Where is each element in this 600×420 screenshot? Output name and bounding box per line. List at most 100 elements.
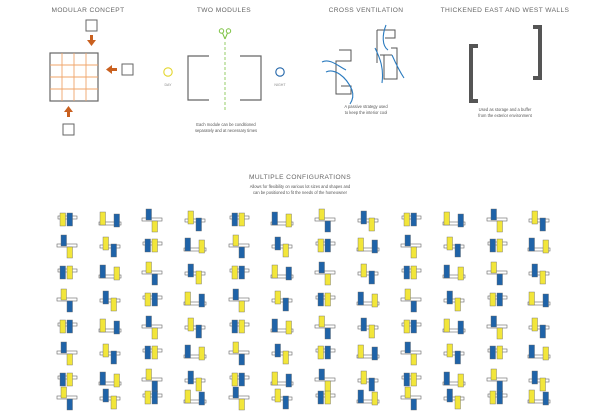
configuration-option — [486, 368, 508, 393]
configuration-option — [184, 370, 206, 392]
configuration-option — [270, 264, 294, 281]
configuration-option — [486, 208, 508, 233]
configuration-option — [228, 386, 250, 411]
configuration-option — [401, 265, 422, 280]
caption-line: Each module can be conditioned — [196, 122, 256, 127]
configuration-option — [400, 386, 422, 411]
configuration-option — [486, 315, 508, 340]
configuration-option — [528, 317, 550, 339]
configuration-option — [357, 210, 379, 232]
caption-line: A passive strategy used — [344, 104, 388, 109]
configuration-option — [315, 345, 336, 360]
caption-line: can be positioned to fit the needs of th… — [252, 189, 347, 195]
configuration-option — [142, 238, 163, 253]
configuration-option — [443, 236, 465, 258]
configuration-option — [99, 343, 121, 365]
configuration-option — [401, 212, 422, 227]
configuration-option — [98, 264, 122, 281]
cross-ventilation-title: CROSS VENTILATION — [328, 7, 404, 14]
configuration-option — [270, 318, 294, 335]
configuration-option — [442, 371, 466, 388]
configuration-option — [56, 234, 78, 259]
configuration-option — [442, 318, 466, 335]
module-square — [85, 19, 98, 32]
configuration-option — [99, 388, 121, 410]
air-flow-icon — [321, 24, 405, 105]
module-square — [121, 63, 134, 76]
configuration-option — [98, 318, 122, 335]
configuration-option — [271, 236, 293, 258]
configuration-option — [229, 265, 250, 280]
day-module-outline — [187, 55, 209, 101]
configuration-option — [99, 236, 121, 258]
day-label: DAY — [164, 83, 172, 87]
arrow-icon — [87, 35, 96, 46]
configuration-option — [314, 208, 336, 233]
configuration-option — [356, 237, 380, 254]
configuration-option — [229, 319, 250, 334]
configuration-option — [142, 292, 163, 307]
ventilation-module-right — [376, 29, 398, 80]
configuration-option — [229, 372, 250, 387]
configuration-option — [141, 315, 163, 340]
configuration-option — [183, 291, 207, 308]
caption-line: to keep the interior cool — [344, 109, 388, 115]
two-modules-caption: Each module can be conditioned separatel… — [195, 122, 257, 133]
configuration-option — [141, 261, 163, 286]
sun-icon — [163, 67, 173, 77]
configuration-option — [443, 388, 465, 410]
configuration-option — [528, 370, 550, 392]
configuration-option — [228, 288, 250, 313]
configuration-option — [56, 341, 78, 366]
configuration-option — [443, 290, 465, 312]
configuration-option — [141, 208, 163, 233]
scissors-icon — [218, 28, 232, 40]
configuration-option — [141, 368, 163, 393]
configuration-option — [57, 265, 78, 280]
two-modules-title: TWO MODULES — [196, 7, 252, 14]
arrow-icon — [64, 106, 73, 117]
configuration-option — [314, 261, 336, 286]
configuration-option — [528, 263, 550, 285]
configuration-option — [57, 212, 78, 227]
configuration-option — [271, 343, 293, 365]
arrow-icon — [106, 65, 117, 74]
configuration-option — [442, 264, 466, 281]
configuration-option — [56, 288, 78, 313]
thickened-walls-caption: Used as storage and a buffer from the ex… — [478, 107, 531, 118]
moon-icon — [275, 67, 285, 77]
configuration-option — [357, 370, 379, 392]
concept-diagrams — [49, 19, 542, 136]
caption-line: separately and at necessary times — [194, 127, 258, 133]
thickened-walls-title: THICKENED EAST AND WEST WALLS — [440, 7, 570, 14]
night-module-outline — [240, 55, 262, 101]
configuration-option — [356, 344, 380, 361]
configuration-option — [357, 317, 379, 339]
configuration-option — [315, 292, 336, 307]
configuration-option — [487, 345, 508, 360]
configuration-option — [487, 292, 508, 307]
multiple-configurations-caption: Allows for flexibility on various lot si… — [250, 184, 351, 195]
configuration-option — [401, 372, 422, 387]
caption-line: Allows for flexibility on various lot si… — [249, 184, 351, 189]
configuration-option — [528, 210, 550, 232]
configuration-option — [184, 263, 206, 285]
configuration-option — [527, 291, 551, 308]
configuration-option — [184, 210, 206, 232]
modular-concept-title: MODULAR CONCEPT — [51, 7, 125, 14]
configuration-option — [142, 390, 163, 405]
configuration-option — [99, 290, 121, 312]
configuration-option — [442, 211, 466, 228]
configuration-option — [486, 261, 508, 286]
modular-grid — [49, 52, 99, 102]
configuration-option — [183, 237, 207, 254]
multiple-configurations-title: MULTIPLE CONFIGURATIONS — [248, 174, 352, 181]
configuration-option — [228, 234, 250, 259]
configuration-option — [142, 345, 163, 360]
configuration-option — [270, 211, 294, 228]
configuration-option — [401, 319, 422, 334]
configuration-option — [315, 238, 336, 253]
configuration-option — [400, 288, 422, 313]
night-label: NIGHT — [274, 83, 286, 87]
